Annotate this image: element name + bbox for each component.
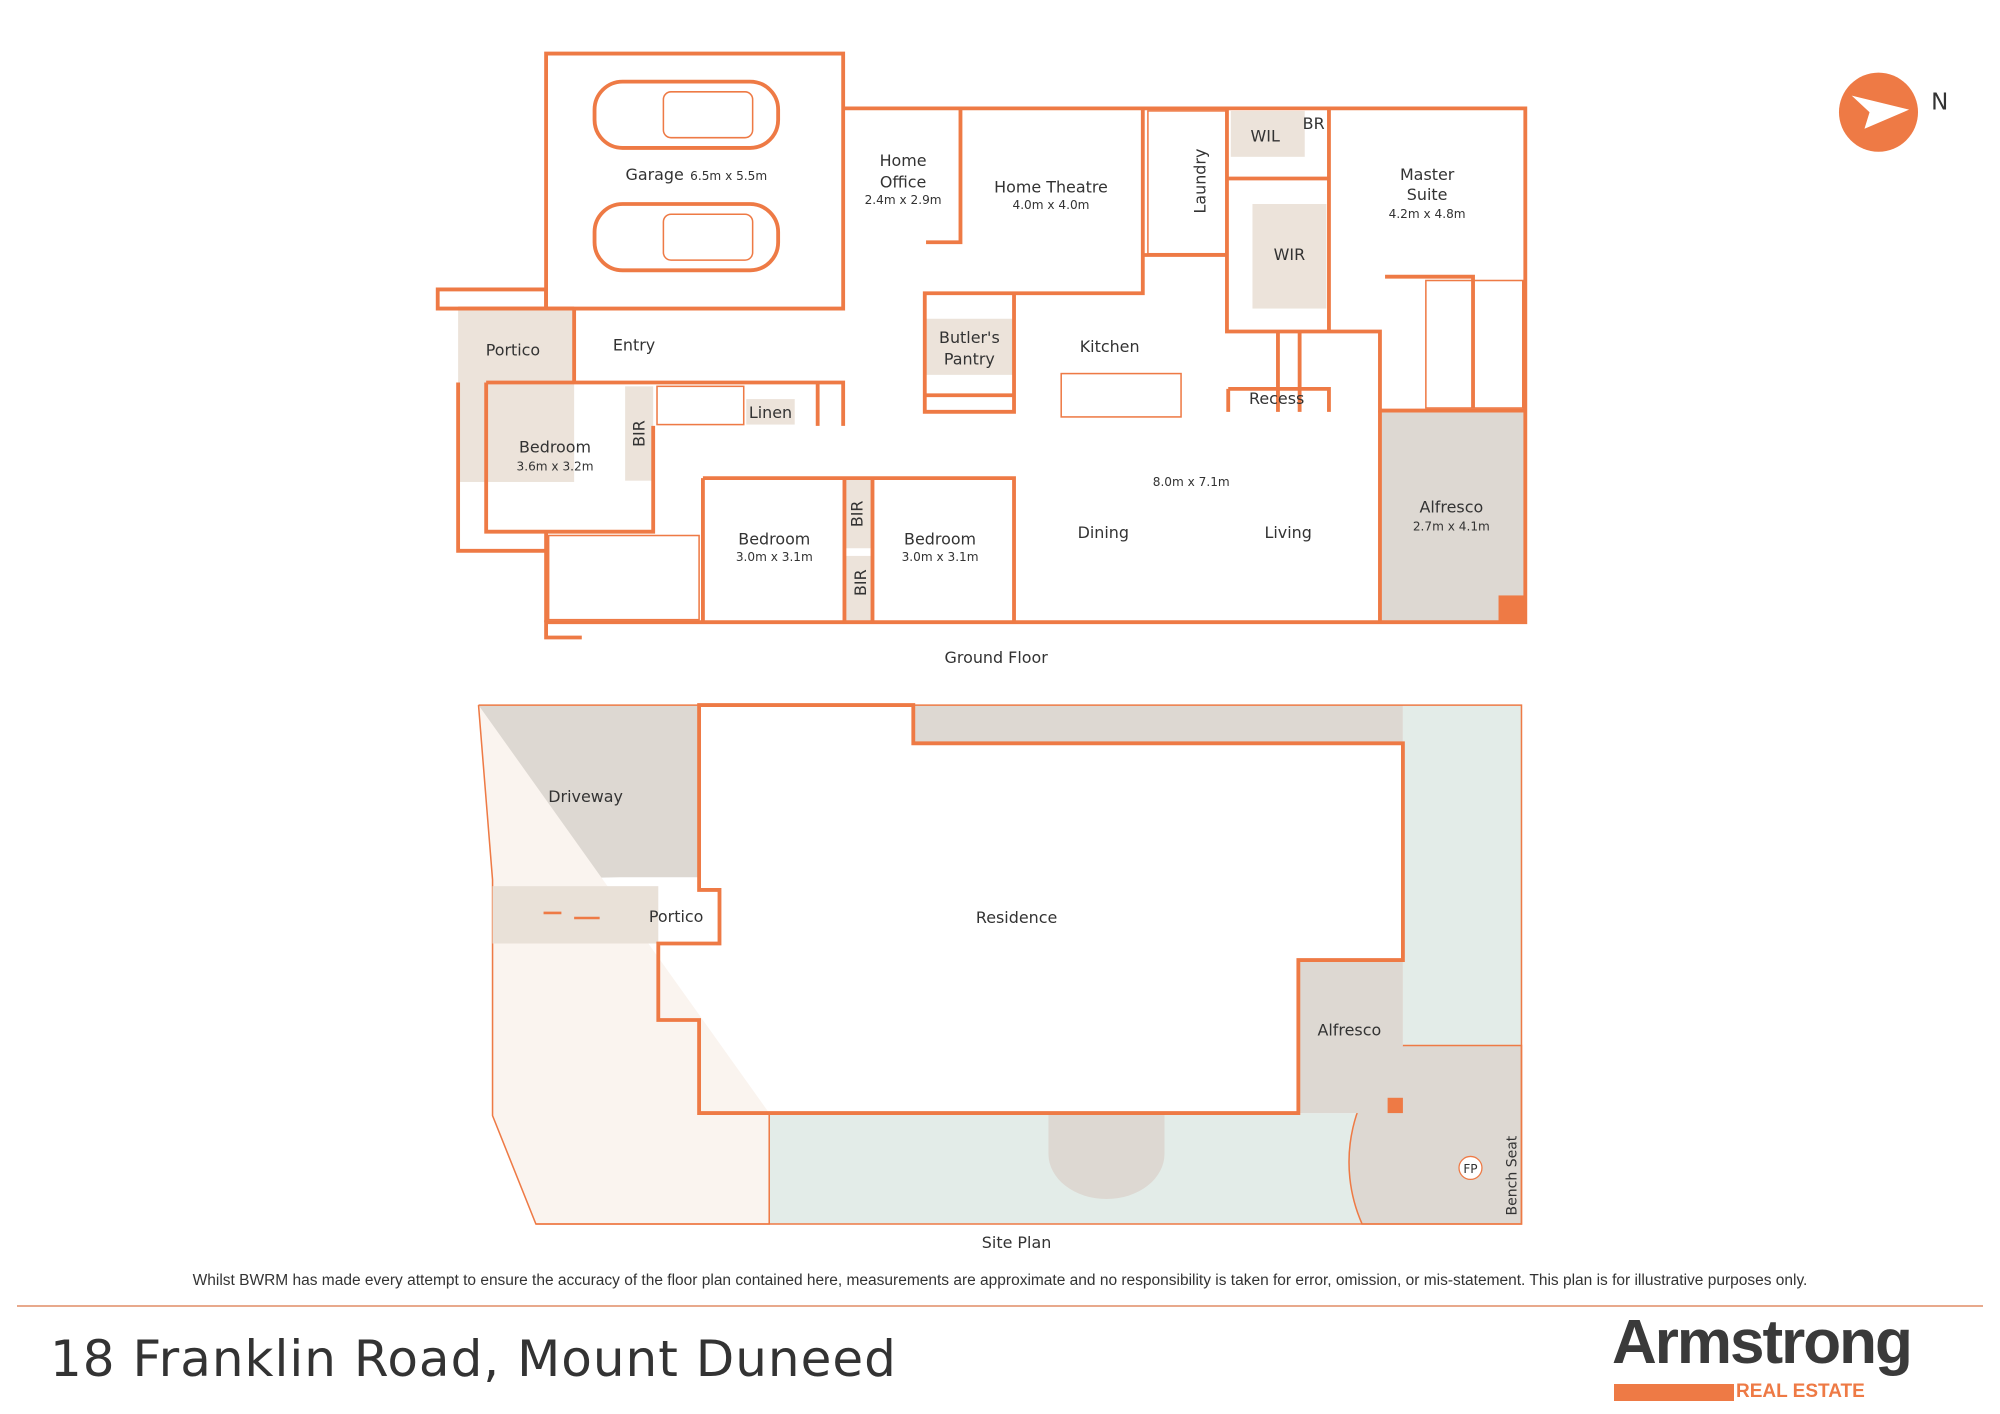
room-label-dining: Dining	[1078, 523, 1129, 542]
room-label-br: BR	[1303, 114, 1325, 133]
room-dim-home-theatre: 4.0m x 4.0m	[1013, 198, 1090, 212]
north-arrow-icon	[1838, 72, 1919, 152]
room-label-bir: BIR	[629, 420, 648, 447]
room-label-entry: Entry	[613, 336, 655, 355]
room-label-linen: Linen	[749, 403, 792, 422]
room-label-wir: WIR	[1274, 245, 1306, 264]
site-label-residence: Residence	[976, 908, 1057, 927]
room-label-portico: Portico	[486, 341, 540, 360]
room-label-kitchen: Kitchen	[1080, 337, 1140, 356]
site-label-bench-seat: Bench Seat	[1504, 1135, 1520, 1215]
property-address: 18 Franklin Road, Mount Duneed	[50, 1330, 897, 1388]
room-label-bedroom: Bedroom	[519, 438, 591, 457]
footer-divider	[17, 1305, 1983, 1307]
room-label-garage: Garage	[625, 165, 683, 184]
compass-label: N	[1931, 90, 1948, 116]
room-label-home-theatre: Home Theatre	[994, 178, 1108, 197]
room-dim-alfresco: 2.7m x 4.1m	[1413, 519, 1490, 533]
car-icon	[592, 79, 781, 150]
site-label-portico: Portico	[649, 907, 703, 926]
room-label-home-office: Home	[880, 151, 927, 170]
armstrong-logo: Armstrong REAL ESTATE	[1612, 1312, 1922, 1403]
room-label-master: Master	[1400, 165, 1455, 184]
room-label-bedroom: Bedroom	[904, 529, 976, 548]
room-label-laundry: Laundry	[1190, 149, 1209, 214]
room-dim-bedroom-3: 3.0m x 3.1m	[902, 550, 979, 564]
site-label-driveway: Driveway	[548, 787, 623, 806]
disclaimer-text: Whilst BWRM has made every attempt to en…	[192, 1272, 1808, 1289]
room-label-wil: WIL	[1251, 127, 1280, 146]
room-dim-living: 8.0m x 7.1m	[1153, 475, 1230, 489]
room-label-alfresco: Alfresco	[1420, 498, 1484, 517]
car-icon	[592, 202, 781, 273]
room-dim-bedroom-1: 3.6m x 3.2m	[517, 459, 594, 473]
room-dim-home-office: 2.4m x 2.9m	[865, 193, 942, 207]
site-plan: Residence Driveway Portico Alfresco FP B…	[477, 703, 1523, 1252]
room-label-living: Living	[1264, 523, 1311, 542]
room-label-butlers-2: Pantry	[944, 350, 995, 369]
site-label-alfresco: Alfresco	[1318, 1020, 1382, 1039]
room-label-master-2: Suite	[1407, 185, 1448, 204]
logo-sub: REAL ESTATE	[1736, 1381, 1865, 1402]
site-plan-title: Site Plan	[982, 1233, 1052, 1252]
room-label-home-office-2: Office	[880, 172, 926, 191]
room-label-bedroom: Bedroom	[738, 529, 810, 548]
logo-bar	[1614, 1384, 1734, 1401]
room-dim-bedroom-2: 3.0m x 3.1m	[736, 550, 813, 564]
room-label-bir: BIR	[847, 500, 866, 527]
ground-floor-plan	[435, 51, 1528, 640]
ground-floor-labels: Garage 6.5m x 5.5m Home Office 2.4m x 2.…	[486, 114, 1490, 667]
room-label-recess: Recess	[1249, 389, 1304, 408]
logo-name: Armstrong	[1612, 1308, 1913, 1377]
room-label-bir: BIR	[851, 569, 870, 596]
room-dim-garage: 6.5m x 5.5m	[690, 169, 767, 183]
ground-floor-title: Ground Floor	[945, 648, 1049, 667]
entry-arrow-icon	[543, 911, 600, 920]
site-label-fireplace: FP	[1463, 1162, 1477, 1176]
room-label-butlers: Butler's	[939, 328, 1000, 347]
room-dim-master: 4.2m x 4.8m	[1389, 207, 1466, 221]
